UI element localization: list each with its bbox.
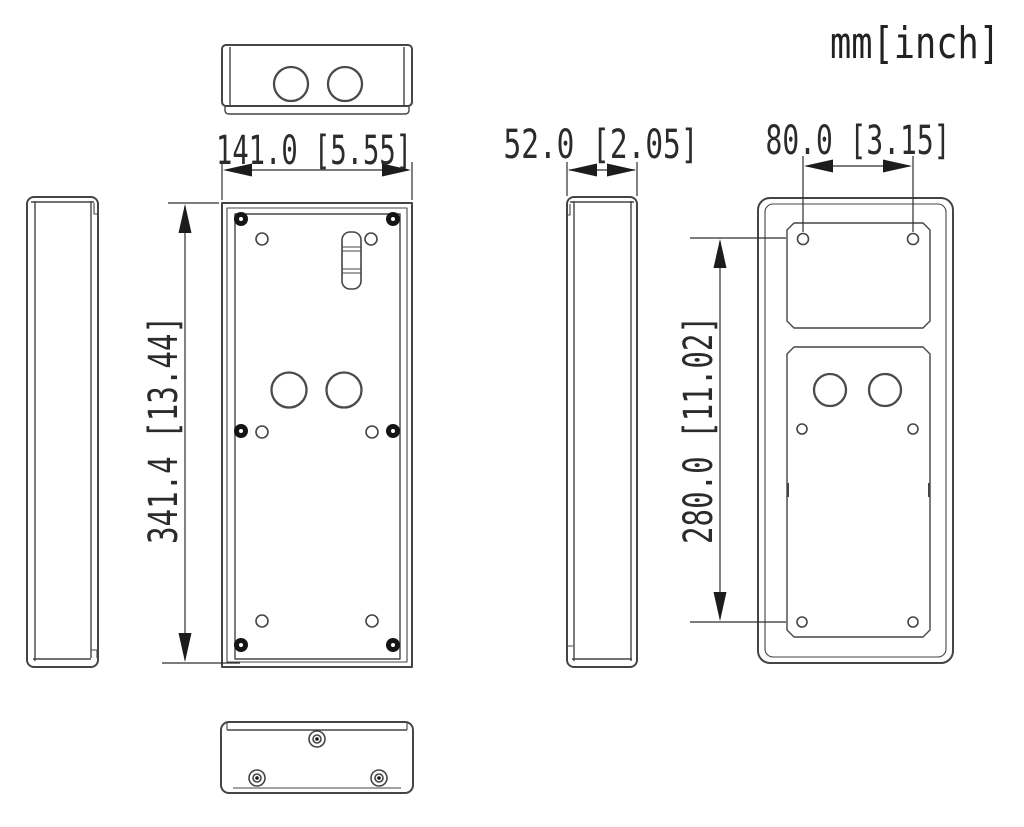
dimension-depth: 52.0 [2.05]: [504, 122, 699, 196]
knockout-hole: [867, 372, 903, 408]
dimension-front-width: 141.0 [5.55]: [216, 128, 413, 200]
mounting-hole: [796, 232, 810, 246]
mounting-hole: [906, 232, 920, 246]
lower-mount-area: [786, 346, 931, 638]
top-view-lip: [224, 105, 410, 115]
front-view: [221, 202, 413, 668]
arrowhead-up: [713, 239, 727, 268]
front-inner-edge: [226, 207, 408, 663]
front-outline: [221, 202, 413, 668]
screw: [370, 769, 388, 787]
left-side-view: [26, 196, 99, 668]
arrowhead-down: [178, 633, 192, 662]
pilot-hole: [364, 232, 378, 246]
dimension-label-front-height: 341.4 [13.44]: [141, 316, 187, 544]
bottom-view: [220, 721, 414, 794]
top-view-outline: [221, 44, 413, 107]
dimension-hole-spacing-width: 80.0 [3.15]: [766, 118, 951, 232]
arrowhead-up: [178, 204, 192, 233]
bottom-outline: [220, 721, 414, 794]
edge-step: [91, 649, 98, 658]
knockout-hole: [812, 372, 848, 408]
edge-step: [93, 203, 98, 215]
knockout-hole: [270, 371, 308, 409]
upper-mount-area: [786, 222, 931, 329]
pilot-hole: [365, 425, 379, 439]
rear-panel-view: [757, 197, 954, 664]
left-side-outline: [26, 196, 99, 668]
mounting-hole: [907, 616, 919, 628]
top-view: [221, 44, 413, 115]
pilot-holes: [255, 232, 379, 628]
knockout-hole: [325, 371, 363, 409]
arrowhead-right: [382, 163, 411, 177]
dimension-label-depth: 52.0 [2.05]: [504, 122, 699, 168]
back-panel: [234, 213, 401, 660]
dimension-label-front-width: 141.0 [5.55]: [216, 128, 412, 174]
arrowhead-right: [607, 163, 636, 177]
mounting-hole: [796, 616, 808, 628]
panel-inner-edge: [764, 203, 947, 658]
cable-slot: [341, 231, 362, 290]
arrowhead-left: [223, 163, 252, 177]
units-label: mm[inch]: [830, 18, 1000, 69]
mounting-hole: [907, 423, 919, 435]
dimension-hole-spacing-height: 280.0 [11.02]: [676, 237, 786, 623]
edge-step: [566, 645, 573, 653]
knockout-hole: [272, 65, 310, 103]
arrowhead-left: [804, 159, 833, 173]
bottom-screws: [248, 730, 388, 787]
dimension-front-height: 341.4 [13.44]: [141, 202, 240, 664]
pilot-hole: [365, 614, 379, 628]
mounting-hole: [796, 423, 808, 435]
pilot-hole: [255, 614, 269, 628]
knockout-hole: [326, 65, 364, 103]
panel-outline: [757, 197, 954, 664]
screw: [308, 730, 326, 748]
screw: [248, 769, 266, 787]
arrowhead-right: [883, 159, 912, 173]
side-view: [566, 196, 638, 668]
pilot-hole: [255, 232, 269, 246]
dimension-label-hole-spacing-height: 280.0 [11.02]: [676, 316, 722, 544]
side-outline: [566, 196, 638, 668]
corner-screws: [234, 212, 400, 652]
arrowhead-left: [568, 163, 597, 177]
arrowhead-down: [713, 592, 727, 621]
pilot-hole: [255, 425, 269, 439]
edge-step: [567, 204, 571, 216]
dimension-label-hole-spacing-width: 80.0 [3.15]: [766, 118, 951, 164]
